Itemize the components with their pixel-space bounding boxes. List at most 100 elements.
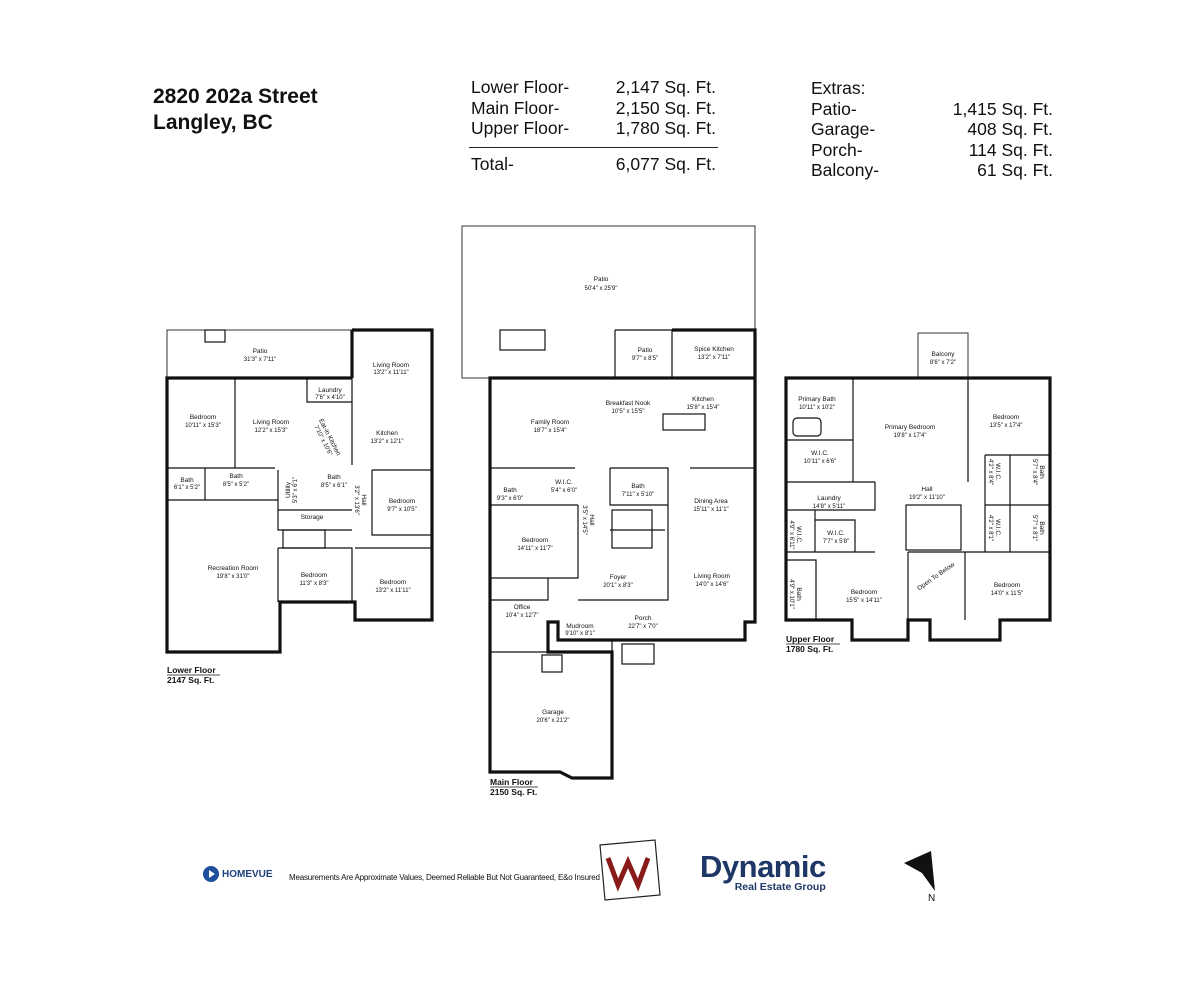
main-interior-walls [490,329,755,653]
summary-total-value: 6,077 Sq. Ft. [615,153,716,174]
room-dim: 7'11" x 5'10" [622,492,654,498]
room-name: W.I.C. [994,463,1001,481]
summary-label: Main Floor- [471,97,560,118]
floor-label: Lower Floor [167,665,216,675]
extras-label: Patio- [811,98,857,119]
room-name: W.I.C. [994,519,1001,537]
room-dim: 13'2" x 11'11" [373,370,408,376]
extras-value: 114 Sq. Ft. [968,139,1053,160]
summary-value: 2,150 Sq. Ft. [615,97,716,118]
room-dim: 4'2" x 8'4" [987,459,993,485]
address-line1: 2820 202a Street [153,85,318,108]
room-name: Primary Bath [798,396,836,403]
stairs [499,329,546,351]
floor-label: Main Floor [490,777,534,787]
room-dim: 9'3" x 6'0" [497,496,523,502]
room-name: W.I.C. [795,526,802,544]
room-name: Primary Bedroom [885,424,936,431]
room-name: Bedroom [994,582,1020,589]
room-dim: 4'9" x 6'11" [788,520,794,549]
stairs [282,529,326,549]
room-name: Bedroom [851,589,877,596]
room-name: Open To Below [916,561,956,592]
room-dim: 14'0" x 11'5" [991,591,1023,597]
porch-steps [621,643,655,665]
room-dim: 13'5" x 17'4" [990,423,1023,429]
homevue-text: HOMEVUE [222,868,273,880]
extras-row: Patio- 1,415 Sq. Ft. [811,99,1053,120]
room-dim: 7'7" x 5'8" [823,539,849,545]
room-name: Dining Area [694,498,728,505]
room-dim: 13'2" x 12'1" [371,439,404,445]
area-summary: Lower Floor- 2,147 Sq. Ft. Main Floor- 2… [469,77,718,175]
room-name: Bath [1038,521,1045,535]
room-name: Hall [360,494,367,506]
upper-exterior-wall [784,376,1052,642]
room-name: W.I.C. [827,530,845,537]
address-line2: Langley, BC [153,111,273,134]
room-name: Patio [253,348,268,355]
brand-tagline: Real Estate Group [734,881,826,893]
room-name: Bedroom [389,498,415,505]
stairs [204,329,226,343]
room-name: Patio [638,347,653,354]
room-name: Balcony [931,351,955,358]
brand-logo: Dynamic Real Estate Group [700,849,826,894]
summary-value: 1,780 Sq. Ft. [615,118,716,138]
summary-total-label: Total- [471,153,514,174]
lower-exterior-wall [165,328,434,654]
room-name: Kitchen [376,430,398,437]
room-dim: 31'3" x 7'11" [244,357,276,363]
brand-name: Dynamic [700,849,826,884]
room-name: Foyer [610,574,627,581]
room-dim: 14'0" x 14'6" [696,582,729,588]
upper-interior-walls [786,378,1050,620]
homevue-logo: HOMEVUE [203,866,273,882]
room-name: Storage [301,514,324,521]
room-name: Breakfast Nook [606,400,651,407]
extras-row: Porch- 114 Sq. Ft. [811,140,1053,161]
room-dim: 4'9" x 10'1" [788,579,794,609]
floor-area: 2150 Sq. Ft. [490,787,537,797]
room-name: Garage [542,709,564,716]
summary-total-row: Total- 6,077 Sq. Ft. [471,154,716,175]
room-dim: 20'6" x 21'2" [537,718,570,724]
stairwell [905,504,962,551]
room-dim: 12'2" x 15'3" [255,428,288,434]
room-name: Bath [503,487,517,494]
room-dim: 5'7" x 8'4" [1031,459,1037,485]
room-name: Spice Kitchen [694,346,734,353]
room-name: Bath [180,477,194,484]
north-label: N [928,893,936,904]
property-address: 2820 202a Street Langley, BC [153,84,318,136]
room-dim: 18'7" x 15'4" [534,428,567,434]
floor-area: 2147 Sq. Ft. [167,675,214,685]
room-name: Living Room [253,419,289,426]
play-icon [203,866,219,882]
room-name: Mudroom [566,623,593,630]
extras-row: Balcony- 61 Sq. Ft. [811,160,1053,181]
summary-label: Lower Floor- [471,77,570,97]
room-dim: 15'11" x 11'1" [693,507,728,513]
room-dim: 3'5" x 14'5" [581,505,587,535]
floor-label: Upper Floor [786,634,835,644]
room-name: Family Room [531,419,569,426]
room-name: Bedroom [380,579,406,586]
room-dim: 50'4" x 25'9" [585,286,618,292]
room-name: W.I.C. [811,450,829,457]
room-name: Bath [1038,465,1045,479]
room-dim: 19'2" x 11'10" [909,495,945,501]
room-name: Porch [635,615,652,622]
disclaimer: Measurements Are Approximate Values, Dee… [289,873,600,882]
room-name: Living Room [373,362,409,369]
room-dim: 13'2" x 11'11" [375,588,410,594]
garage-steps [541,654,563,673]
room-name: Office [514,604,531,611]
north-arrow: N [904,851,938,904]
summary-row: Main Floor- 2,150 Sq. Ft. [471,98,716,119]
upper-floor-plan: Balcony 8'6" x 7'2" Primary Bath 10'11" … [784,332,1052,654]
realty-logo [599,839,661,901]
room-name: Bath [631,483,645,490]
extras-value: 408 Sq. Ft. [967,119,1053,139]
lower-floor-plan: Patio 31'3" x 7'11" Living Room 13'2" x … [165,328,434,685]
